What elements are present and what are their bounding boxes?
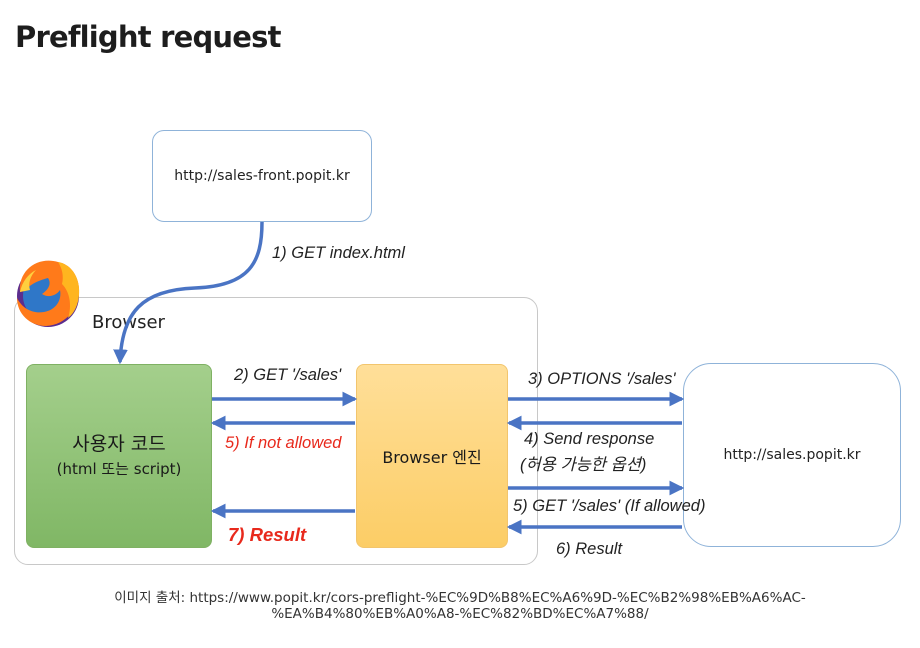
edge-5-allowed-label: 5) GET '/sales' (If allowed) [513, 497, 706, 515]
page-title: Preflight request [15, 20, 281, 54]
caption-line-1: 이미지 출처: https://www.popit.kr/cors-prefli… [114, 590, 806, 606]
api-server-box: http://sales.popit.kr [683, 363, 901, 547]
front-server-label: http://sales-front.popit.kr [174, 168, 350, 184]
edge-3-label: 3) OPTIONS '/sales' [528, 370, 676, 388]
edge-2-label: 2) GET '/sales' [234, 366, 342, 384]
edge-1-arrow [113, 221, 264, 365]
edge-6-label: 6) Result [556, 540, 623, 558]
firefox-icon [17, 260, 80, 327]
user-code-box: 사용자 코드 (html 또는 script) [26, 364, 212, 548]
edge-5-not-allowed-label: 5) If not allowed [225, 434, 342, 452]
browser-engine-box: Browser 엔진 [356, 364, 508, 548]
front-server-box: http://sales-front.popit.kr [152, 130, 372, 222]
browser-container [14, 297, 538, 565]
caption-line-2: %EA%B4%80%EB%A0%A8-%EC%82%BD%EC%A7%88/ [271, 606, 649, 622]
user-code-sublabel: (html 또는 script) [56, 459, 182, 478]
browser-engine-label: Browser 엔진 [382, 448, 482, 467]
api-server-label: http://sales.popit.kr [723, 447, 861, 463]
edge-4-label: 4) Send response [524, 430, 655, 448]
edge-4-sublabel: (허용 가능한 옵션) [520, 456, 647, 474]
image-source-caption: 이미지 출처: https://www.popit.kr/cors-prefli… [0, 590, 920, 622]
edge-1-label: 1) GET index.html [272, 244, 405, 262]
edge-7-label: 7) Result [228, 524, 307, 545]
user-code-label: 사용자 코드 [72, 433, 166, 456]
